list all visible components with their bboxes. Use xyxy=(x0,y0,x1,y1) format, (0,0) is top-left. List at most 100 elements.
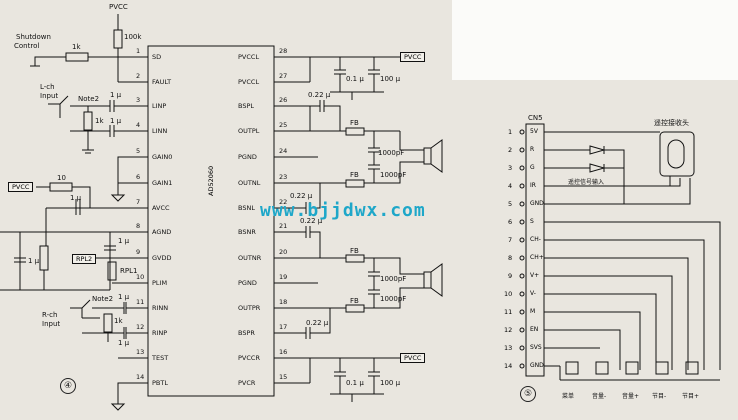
cap-100u-top-label: 100 μ xyxy=(380,75,401,83)
chip-right-pin-name: BSNL xyxy=(238,204,255,212)
pvcc-top-decoupling xyxy=(298,56,400,100)
chip-left-pin-number: 10 xyxy=(136,273,145,281)
connector-pin-name: 5V xyxy=(530,128,538,135)
rpl2-tag: RPL2 xyxy=(72,254,97,264)
connector-pin-number: 1 xyxy=(508,128,513,136)
chip-right-pin-number: 24 xyxy=(279,147,288,155)
chip-left-pin-name: PBTL xyxy=(152,379,168,387)
chip-right-pin-name: BSNR xyxy=(238,228,256,236)
chip-right-pin-name: OUTNL xyxy=(238,179,261,187)
connector-pin-name: V- xyxy=(530,290,536,297)
connector-pin-name: M xyxy=(530,308,536,315)
connector-pin-name: V+ xyxy=(530,272,540,279)
chip-left-pin-name: GAIN0 xyxy=(152,153,173,161)
ferrite-2-label: FB xyxy=(350,171,359,179)
chip-left-pin-name: AVCC xyxy=(152,204,170,212)
cap-022-bspr-label: 0.22 μ xyxy=(306,319,329,327)
rch-input-label: Input xyxy=(42,320,61,328)
avcc-wiring xyxy=(0,182,128,291)
test-pbtl-wiring xyxy=(110,357,128,411)
resistor-100k-label: 100k xyxy=(124,33,142,41)
connector-name: CN5 xyxy=(528,114,543,122)
rch-label: R-ch xyxy=(42,311,58,319)
control-label: Control xyxy=(14,42,40,50)
chip-left-pin-number: 6 xyxy=(136,173,141,181)
cap-1u-a-label: 1 μ xyxy=(110,91,122,99)
chip-right-pin-name: BSPR xyxy=(238,329,255,337)
figure-number-right: ⑤ xyxy=(520,386,536,402)
chip-left-pin-number: 11 xyxy=(136,298,145,306)
chip-left-pin-number: 12 xyxy=(136,323,145,331)
button-label: 音量+ xyxy=(622,393,640,400)
chip-left-pin-number: 13 xyxy=(136,348,145,356)
cap-1u-agnd-label: 1 μ xyxy=(28,257,40,265)
button-label: 节目+ xyxy=(682,393,700,400)
resistor-1k-r-label: 1k xyxy=(114,317,123,325)
chip-right-pin-name: PVCR xyxy=(238,379,256,387)
cap-1u-r1-label: 1 μ xyxy=(118,293,130,301)
pvcc-avcc-tag: PVCC xyxy=(8,182,34,192)
cap-022-bsnr-label: 0.22 μ xyxy=(300,217,323,225)
chip-left-pin-name: LINP xyxy=(152,102,167,110)
connector-pin-number: 8 xyxy=(508,254,513,262)
chip-right-pin-name: PGND xyxy=(238,279,257,287)
chip-left-pin-number: 9 xyxy=(136,248,141,256)
chip-left-pin-name: TEST xyxy=(152,354,169,362)
connector-pin-number: 3 xyxy=(508,164,513,172)
connector-pin-number: 9 xyxy=(508,272,513,280)
sd-pullup xyxy=(30,14,128,83)
left-speaker-output xyxy=(298,100,443,188)
connector-pin-name: SVS xyxy=(530,344,542,351)
chip-right-pin-name: OUTPR xyxy=(238,304,261,312)
chip-right-pin-name: OUTPL xyxy=(238,127,260,135)
chip-left-pin-number: 8 xyxy=(136,222,141,230)
chip-right-pin-number: 18 xyxy=(279,298,288,306)
shutdown-label: Shutdown xyxy=(16,33,51,41)
connector-pin-number: 2 xyxy=(508,146,513,154)
ferrite-1-label: FB xyxy=(350,119,359,127)
chip-left-pin-name: SD xyxy=(152,53,162,61)
connector-pin-number: 13 xyxy=(504,344,513,352)
cap-1000pf-4-label: 1000pF xyxy=(380,295,407,303)
chip-left-pin-name: GAIN1 xyxy=(152,179,173,187)
chip-left-pin-number: 2 xyxy=(136,72,141,80)
cap-1u-gvdd-label: 1 μ xyxy=(118,237,130,245)
chip-right-pin-stubs xyxy=(274,56,298,384)
chip-left-pin-name: PLIM xyxy=(152,279,168,287)
bootstrap-caps xyxy=(298,183,321,258)
chip-left-pin-number: 14 xyxy=(136,373,145,381)
cap-01u-bottom-label: 0.1 μ xyxy=(346,379,364,387)
connector-pin-name: R xyxy=(530,146,535,153)
connector-pin-name: CH- xyxy=(530,236,541,243)
cap-1000pf-1-label: 1000pF xyxy=(378,149,405,157)
cap-100u-bottom-label: 100 μ xyxy=(380,379,401,387)
connector-pin-number: 11 xyxy=(504,308,513,316)
connector-pin-name: IR xyxy=(530,182,536,189)
resistor-10-label: 10 xyxy=(57,174,66,182)
lch-label: L-ch xyxy=(40,83,55,91)
connector-pin-number: 5 xyxy=(508,200,513,208)
chip-left-pin-name: RINN xyxy=(152,304,169,312)
connector-pin-number: 12 xyxy=(504,326,513,334)
note2-right-label: Note2 xyxy=(92,295,114,303)
connector-pin-number: 7 xyxy=(508,236,513,244)
connector-pin-number: 14 xyxy=(504,362,513,370)
chip-part-number: AD52060 xyxy=(207,165,215,196)
button-label: 节目- xyxy=(652,393,667,400)
connector-pin-name: EN xyxy=(530,326,539,333)
chip-left-pin-number: 5 xyxy=(136,147,141,155)
chip-right-pin-number: 28 xyxy=(279,47,288,55)
lch-input-label: Input xyxy=(40,92,59,100)
chip-right-pin-number: 17 xyxy=(279,323,288,331)
cap-1u-b-label: 1 μ xyxy=(110,117,122,125)
connector-pin-name: G xyxy=(530,164,535,171)
figure-number-left: ④ xyxy=(60,378,76,394)
chip-left-pin-name: FAULT xyxy=(152,78,172,86)
note2-left-label: Note2 xyxy=(78,95,100,103)
chip-right-pin-name: PVCCL xyxy=(238,78,260,86)
chip-right-pin-number: 15 xyxy=(279,373,288,381)
chip-right-pin-name: PGND xyxy=(238,153,257,161)
chip-right-pin-number: 23 xyxy=(279,173,288,181)
connector-pin-number: 4 xyxy=(508,182,513,190)
